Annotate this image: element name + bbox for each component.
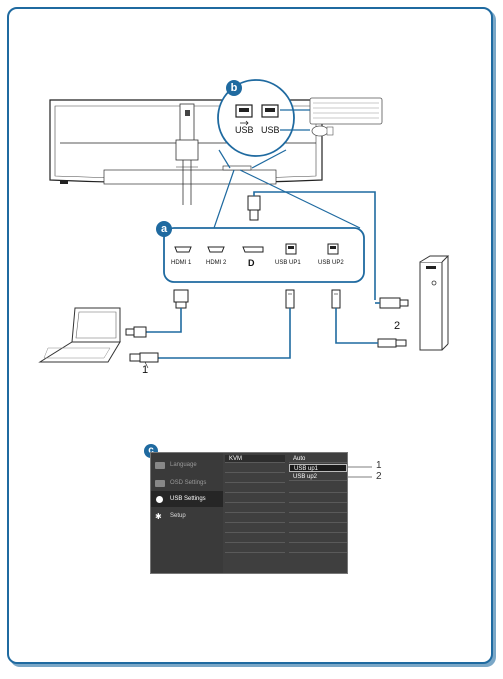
osd-option-usb-up2[interactable]: USB up2 [289,473,347,481]
osd-submenu-row [225,505,285,513]
port-label-usb-up2: USB UP2 [318,260,344,266]
pc-tower [419,255,450,351]
osd-submenu-row [225,495,285,503]
osd-submenu-row [225,465,285,473]
callout-a-letter: a [160,223,168,235]
osd-option-auto[interactable]: Auto [289,455,347,463]
port-panel [163,227,365,283]
osd-submenu-kvm-label: KVM [229,456,243,462]
port-label-hdmi2: HDMI 2 [206,260,227,266]
usb-hub-port1-label: USB [235,125,254,135]
osd-callout-number-2: 2 [376,471,382,482]
port-label-displayport: D [248,258,255,268]
osd-submenu-row [225,475,285,483]
usb-hub-zoom [217,79,295,169]
usb-hub-port2-label: USB [261,125,280,135]
language-icon [155,461,165,469]
keyboard [309,97,383,125]
osd-option-usb-up1-label: USB up1 [294,466,319,472]
osd-submenu-row [225,525,285,533]
callout-b-badge [226,80,242,96]
osd-callout-number-1: 1 [376,460,382,471]
osd-submenu-row [225,515,285,523]
osd-submenu-kvm[interactable]: KVM [225,455,285,463]
osd-option-row [289,495,347,503]
osd-menu-setup[interactable]: ✱ Setup [151,508,223,524]
osd-option-row [289,515,347,523]
callout-a-badge [156,221,172,237]
brand-logo-icon [185,110,190,116]
port-label-hdmi1: HDMI 1 [171,260,192,266]
displayport-icon [242,246,264,253]
osd-submenu-row [225,485,285,493]
laptop [38,307,121,363]
hdmi1-port-icon [174,246,192,253]
osd-option-auto-label: Auto [293,456,306,462]
callout-c-letter: c [148,445,154,456]
osd-settings-icon [155,479,165,487]
callout-b-letter: b [230,82,238,94]
osd-main-menu: Language OSD Settings USB Settings ✱ Set… [151,453,223,573]
osd-submenu-row [225,545,285,553]
port-label-usb-up1: USB UP1 [275,260,301,266]
osd-menu: Language OSD Settings USB Settings ✱ Set… [150,452,348,574]
usb-c-cable-top [247,191,376,300]
osd-option-usb-up1[interactable]: USB up1 [289,464,347,472]
osd-menu-language[interactable]: Language [151,457,223,473]
osd-option-row [289,525,347,533]
setup-gear-icon: ✱ [155,511,162,521]
osd-option-row [289,485,347,493]
usb-plug-pc-upper [375,297,409,309]
usb-settings-icon [156,495,163,503]
osd-menu-setup-label: Setup [170,513,186,519]
osd-menu-usb-settings[interactable]: USB Settings [151,491,223,507]
hdmi2-port-icon [207,246,225,253]
osd-options: Auto USB up1 USB up2 [287,453,349,573]
mouse [311,125,334,137]
hdmi-cable [125,289,189,338]
callout-number-pc: 2 [394,320,401,332]
osd-menu-osd-settings[interactable]: OSD Settings [151,475,223,491]
osd-option-row [289,535,347,543]
osd-menu-language-label: Language [170,462,197,468]
osd-option-row [289,545,347,553]
callout-number-laptop: 1 [142,364,149,376]
osd-submenu: KVM [223,453,287,573]
usb-cable-laptop [129,289,295,369]
osd-option-usb-up2-label: USB up2 [293,474,318,480]
osd-option-row [289,505,347,513]
osd-menu-osd-settings-label: OSD Settings [170,480,207,486]
osd-menu-usb-settings-label: USB Settings [170,496,206,502]
osd-submenu-row [225,535,285,543]
usb-cable-pc [331,289,341,320]
usb-symbol-icon [240,120,249,126]
usb-plug-pc-lower [335,320,407,348]
